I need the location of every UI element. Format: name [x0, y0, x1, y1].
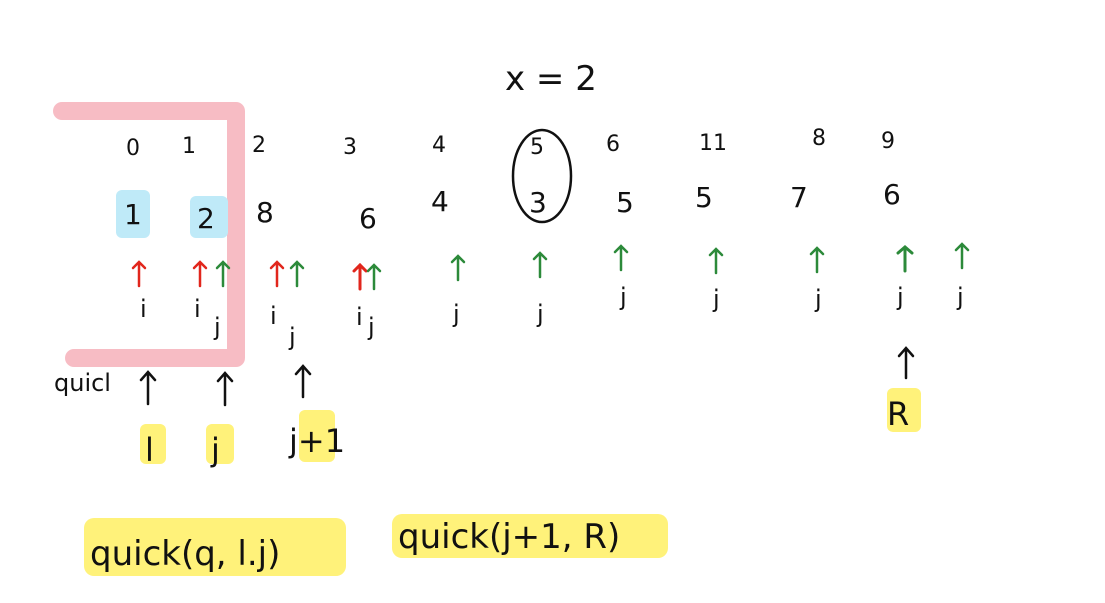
- arrow-red-2: [192, 260, 208, 288]
- highlight-call-right: [392, 514, 668, 558]
- pivot-title: x = 2: [505, 59, 597, 99]
- call-right: quick(j+1, R): [398, 517, 620, 557]
- highlight-l: [140, 424, 166, 464]
- arrow-green-2: [289, 260, 305, 288]
- arrow-black-r: [897, 346, 915, 380]
- highlight-call-left: [84, 518, 346, 576]
- index-2: 2: [252, 133, 266, 158]
- pointer-i-1: i: [140, 295, 147, 323]
- index-3: 3: [343, 135, 357, 160]
- pointer-j-8: j: [814, 285, 822, 313]
- pointer-j-2: j: [288, 323, 296, 351]
- arrow-green-7: [708, 247, 724, 275]
- pointer-j-7: j: [712, 285, 720, 313]
- arrow-red-3: [269, 260, 285, 288]
- value-5: 3: [529, 186, 547, 219]
- pointer-i-4: i: [356, 303, 363, 331]
- label-jplus1: j+1: [288, 422, 345, 460]
- highlight-r: [887, 388, 921, 432]
- arrow-black-l: [139, 370, 157, 406]
- pointer-j-9: j: [896, 283, 904, 311]
- arrow-green-3: [366, 263, 382, 291]
- value-2: 8: [256, 196, 274, 229]
- pointer-j-10: j: [956, 283, 964, 311]
- arrow-green-10: [954, 242, 970, 270]
- arrow-green-8: [809, 246, 825, 274]
- highlight-1: [116, 190, 150, 238]
- index-4: 4: [432, 133, 446, 158]
- pointer-j-1: j: [213, 313, 221, 341]
- value-9: 6: [883, 178, 901, 211]
- index-1: 1: [182, 134, 196, 159]
- pointer-j-5: j: [536, 300, 544, 328]
- value-8: 7: [790, 181, 808, 214]
- pointer-j-4: j: [452, 300, 460, 328]
- pointer-j-3: j: [367, 313, 375, 341]
- call-left: quick(q, l.j): [90, 534, 280, 574]
- value-6: 5: [616, 186, 634, 219]
- left-partition-box: [53, 102, 245, 367]
- arrow-black-jplus1: [294, 364, 312, 399]
- highlight-2: [190, 196, 228, 238]
- label-l: l: [145, 431, 154, 469]
- highlight-j: [206, 424, 234, 464]
- pivot-circle: [511, 128, 573, 224]
- arrow-green-9: [896, 245, 914, 273]
- quick-side-label: quicl: [54, 369, 111, 397]
- pointer-i-2: i: [194, 295, 201, 323]
- index-5: 5: [530, 135, 544, 160]
- pointer-j-6: j: [619, 283, 627, 311]
- index-0: 0: [126, 136, 140, 161]
- value-0: 1: [124, 198, 142, 231]
- value-3: 6: [359, 202, 377, 235]
- arrow-green-1: [215, 260, 231, 288]
- arrow-red-4: [352, 262, 368, 291]
- index-6: 6: [606, 132, 620, 157]
- index-9: 9: [881, 129, 895, 154]
- arrow-black-j: [216, 371, 234, 407]
- value-4: 4: [431, 185, 449, 218]
- arrow-green-6: [613, 244, 629, 272]
- label-j: j: [210, 431, 220, 469]
- index-7: 11: [699, 131, 727, 156]
- value-7: 5: [695, 181, 713, 214]
- pointer-i-3: i: [270, 302, 277, 330]
- arrow-green-5: [532, 251, 548, 279]
- highlight-jplus1: [299, 410, 335, 462]
- arrow-red-1: [131, 260, 147, 288]
- index-8: 8: [812, 126, 826, 151]
- value-1: 2: [197, 202, 215, 235]
- arrow-green-4: [450, 254, 466, 282]
- label-r: R: [887, 395, 909, 433]
